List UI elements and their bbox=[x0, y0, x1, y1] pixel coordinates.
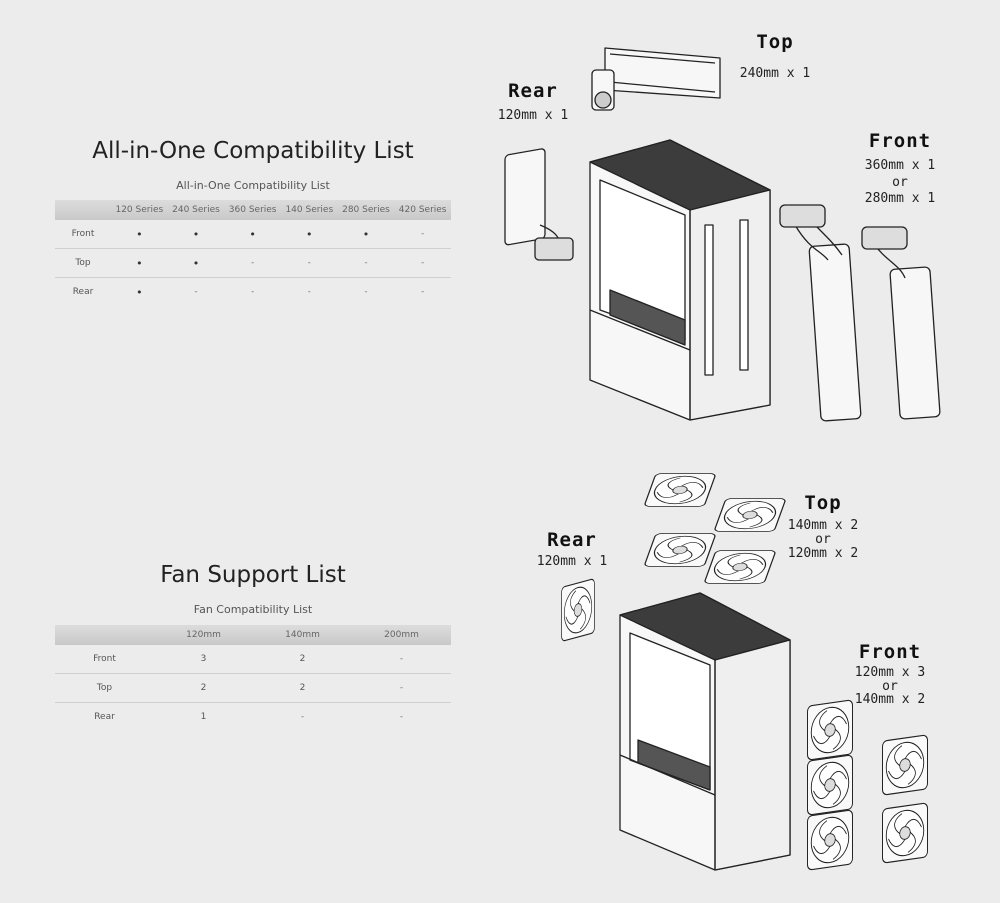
top-fan-1 bbox=[643, 472, 717, 508]
table-cell: • bbox=[167, 220, 225, 249]
fan-header-cell: 120mm bbox=[154, 625, 253, 645]
table-cell: - bbox=[394, 248, 451, 278]
table-row: Front • • • • • - bbox=[55, 220, 451, 249]
aio-top-size: 240mm x 1 bbox=[739, 66, 811, 81]
table-cell: - bbox=[394, 220, 451, 249]
table-row: Rear 1 - - bbox=[55, 703, 451, 732]
table-cell: - bbox=[399, 712, 404, 722]
fan-front-size-1: 120mm x 3 bbox=[854, 665, 926, 680]
front-fan-1 bbox=[806, 699, 854, 761]
aio-header-cell: 140 Series bbox=[280, 200, 338, 220]
table-cell: - bbox=[352, 673, 451, 703]
fan-front-size-2: 140mm x 2 bbox=[854, 692, 926, 707]
fan-rear-heading: Rear bbox=[547, 529, 597, 551]
fan-top-size-2: 120mm x 2 bbox=[787, 546, 859, 561]
table-cell: - bbox=[337, 248, 395, 278]
fan-rear-size: 120mm x 1 bbox=[536, 554, 608, 569]
fan-section-title: Fan Support List bbox=[160, 562, 346, 588]
table-cell: • bbox=[111, 248, 168, 278]
front-radiator-360 bbox=[808, 243, 862, 422]
table-cell: - bbox=[300, 712, 305, 722]
aio-header-cell: 360 Series bbox=[224, 200, 281, 220]
fan-compatibility-table: 120mm 140mm 200mm Front 3 2 - Top 2 2 - … bbox=[55, 625, 451, 731]
front-fan-2 bbox=[806, 754, 854, 816]
table-cell: - bbox=[280, 248, 338, 278]
aio-table-header-row: 120 Series 240 Series 360 Series 140 Ser… bbox=[55, 200, 451, 220]
row-label: Top bbox=[55, 673, 154, 703]
table-cell: 1 bbox=[200, 712, 207, 722]
fan-top-size-1: 140mm x 2 bbox=[787, 518, 859, 533]
aio-front-or: or bbox=[892, 175, 908, 190]
aio-header-cell bbox=[55, 200, 111, 220]
aio-header-cell: 280 Series bbox=[337, 200, 395, 220]
fan-table-caption: Fan Compatibility List bbox=[193, 603, 313, 616]
table-cell: 3 bbox=[154, 645, 253, 674]
table-cell: • bbox=[136, 285, 143, 299]
fan-case-illustration bbox=[560, 472, 929, 871]
table-cell: - bbox=[421, 287, 425, 297]
top-fan-4 bbox=[703, 549, 777, 585]
table-cell: • bbox=[280, 220, 338, 249]
aio-header-cell: 120 Series bbox=[111, 200, 168, 220]
fan-header-cell: 140mm bbox=[253, 625, 352, 645]
aio-compatibility-table: 120 Series 240 Series 360 Series 140 Ser… bbox=[55, 200, 451, 306]
aio-rear-heading: Rear bbox=[508, 80, 558, 102]
table-cell: • bbox=[337, 220, 395, 249]
row-label: Rear bbox=[72, 287, 94, 297]
aio-rear-size: 120mm x 1 bbox=[497, 108, 569, 123]
aio-top-heading: Top bbox=[756, 31, 794, 53]
front-fan-4 bbox=[881, 734, 929, 796]
row-label: Front bbox=[55, 645, 154, 674]
row-label: Front bbox=[55, 220, 111, 249]
fan-front-heading: Front bbox=[858, 641, 922, 663]
aio-front-size-1: 360mm x 1 bbox=[864, 158, 936, 173]
aio-front-heading: Front bbox=[868, 130, 932, 152]
table-row: Rear • - - - - - bbox=[55, 278, 451, 307]
front-radiator-280 bbox=[889, 266, 941, 420]
fan-front-or: or bbox=[882, 679, 898, 694]
table-cell: - bbox=[352, 645, 451, 674]
fan-table-header-row: 120mm 140mm 200mm bbox=[55, 625, 451, 645]
table-cell: 2 bbox=[253, 673, 352, 703]
aio-section-title: All-in-One Compatibility List bbox=[92, 138, 414, 164]
row-label: Rear bbox=[94, 712, 115, 722]
table-cell: - bbox=[194, 287, 198, 297]
fan-header-cell bbox=[55, 625, 154, 645]
table-cell: • bbox=[111, 220, 168, 249]
aio-case-illustration bbox=[504, 47, 941, 422]
table-cell: - bbox=[224, 248, 281, 278]
rear-radiator bbox=[504, 148, 546, 246]
table-cell: 2 bbox=[253, 645, 352, 674]
front-fan-3 bbox=[806, 809, 854, 871]
table-cell: - bbox=[307, 287, 311, 297]
aio-header-cell: 420 Series bbox=[394, 200, 451, 220]
table-row: Top 2 2 - bbox=[55, 673, 451, 703]
table-cell: • bbox=[224, 220, 281, 249]
aio-header-cell: 240 Series bbox=[167, 200, 225, 220]
top-fan-3 bbox=[643, 532, 717, 568]
front-fan-5 bbox=[881, 802, 929, 864]
top-fan-2 bbox=[713, 497, 787, 533]
fan-top-heading: Top bbox=[804, 492, 842, 514]
front-pump-b bbox=[861, 226, 908, 250]
aio-table-caption: All-in-One Compatibility List bbox=[176, 179, 330, 192]
rear-fan bbox=[560, 577, 596, 643]
table-cell: - bbox=[251, 287, 255, 297]
front-pump-a bbox=[779, 204, 826, 228]
fan-top-or: or bbox=[815, 532, 831, 547]
table-cell: 2 bbox=[154, 673, 253, 703]
table-cell: • bbox=[167, 248, 225, 278]
fan-header-cell: 200mm bbox=[352, 625, 451, 645]
table-row: Top • • - - - - bbox=[55, 248, 451, 278]
table-row: Front 3 2 - bbox=[55, 645, 451, 674]
row-label: Top bbox=[55, 248, 111, 278]
rear-pump bbox=[534, 237, 574, 261]
aio-front-size-2: 280mm x 1 bbox=[864, 191, 936, 206]
table-cell: - bbox=[364, 287, 368, 297]
